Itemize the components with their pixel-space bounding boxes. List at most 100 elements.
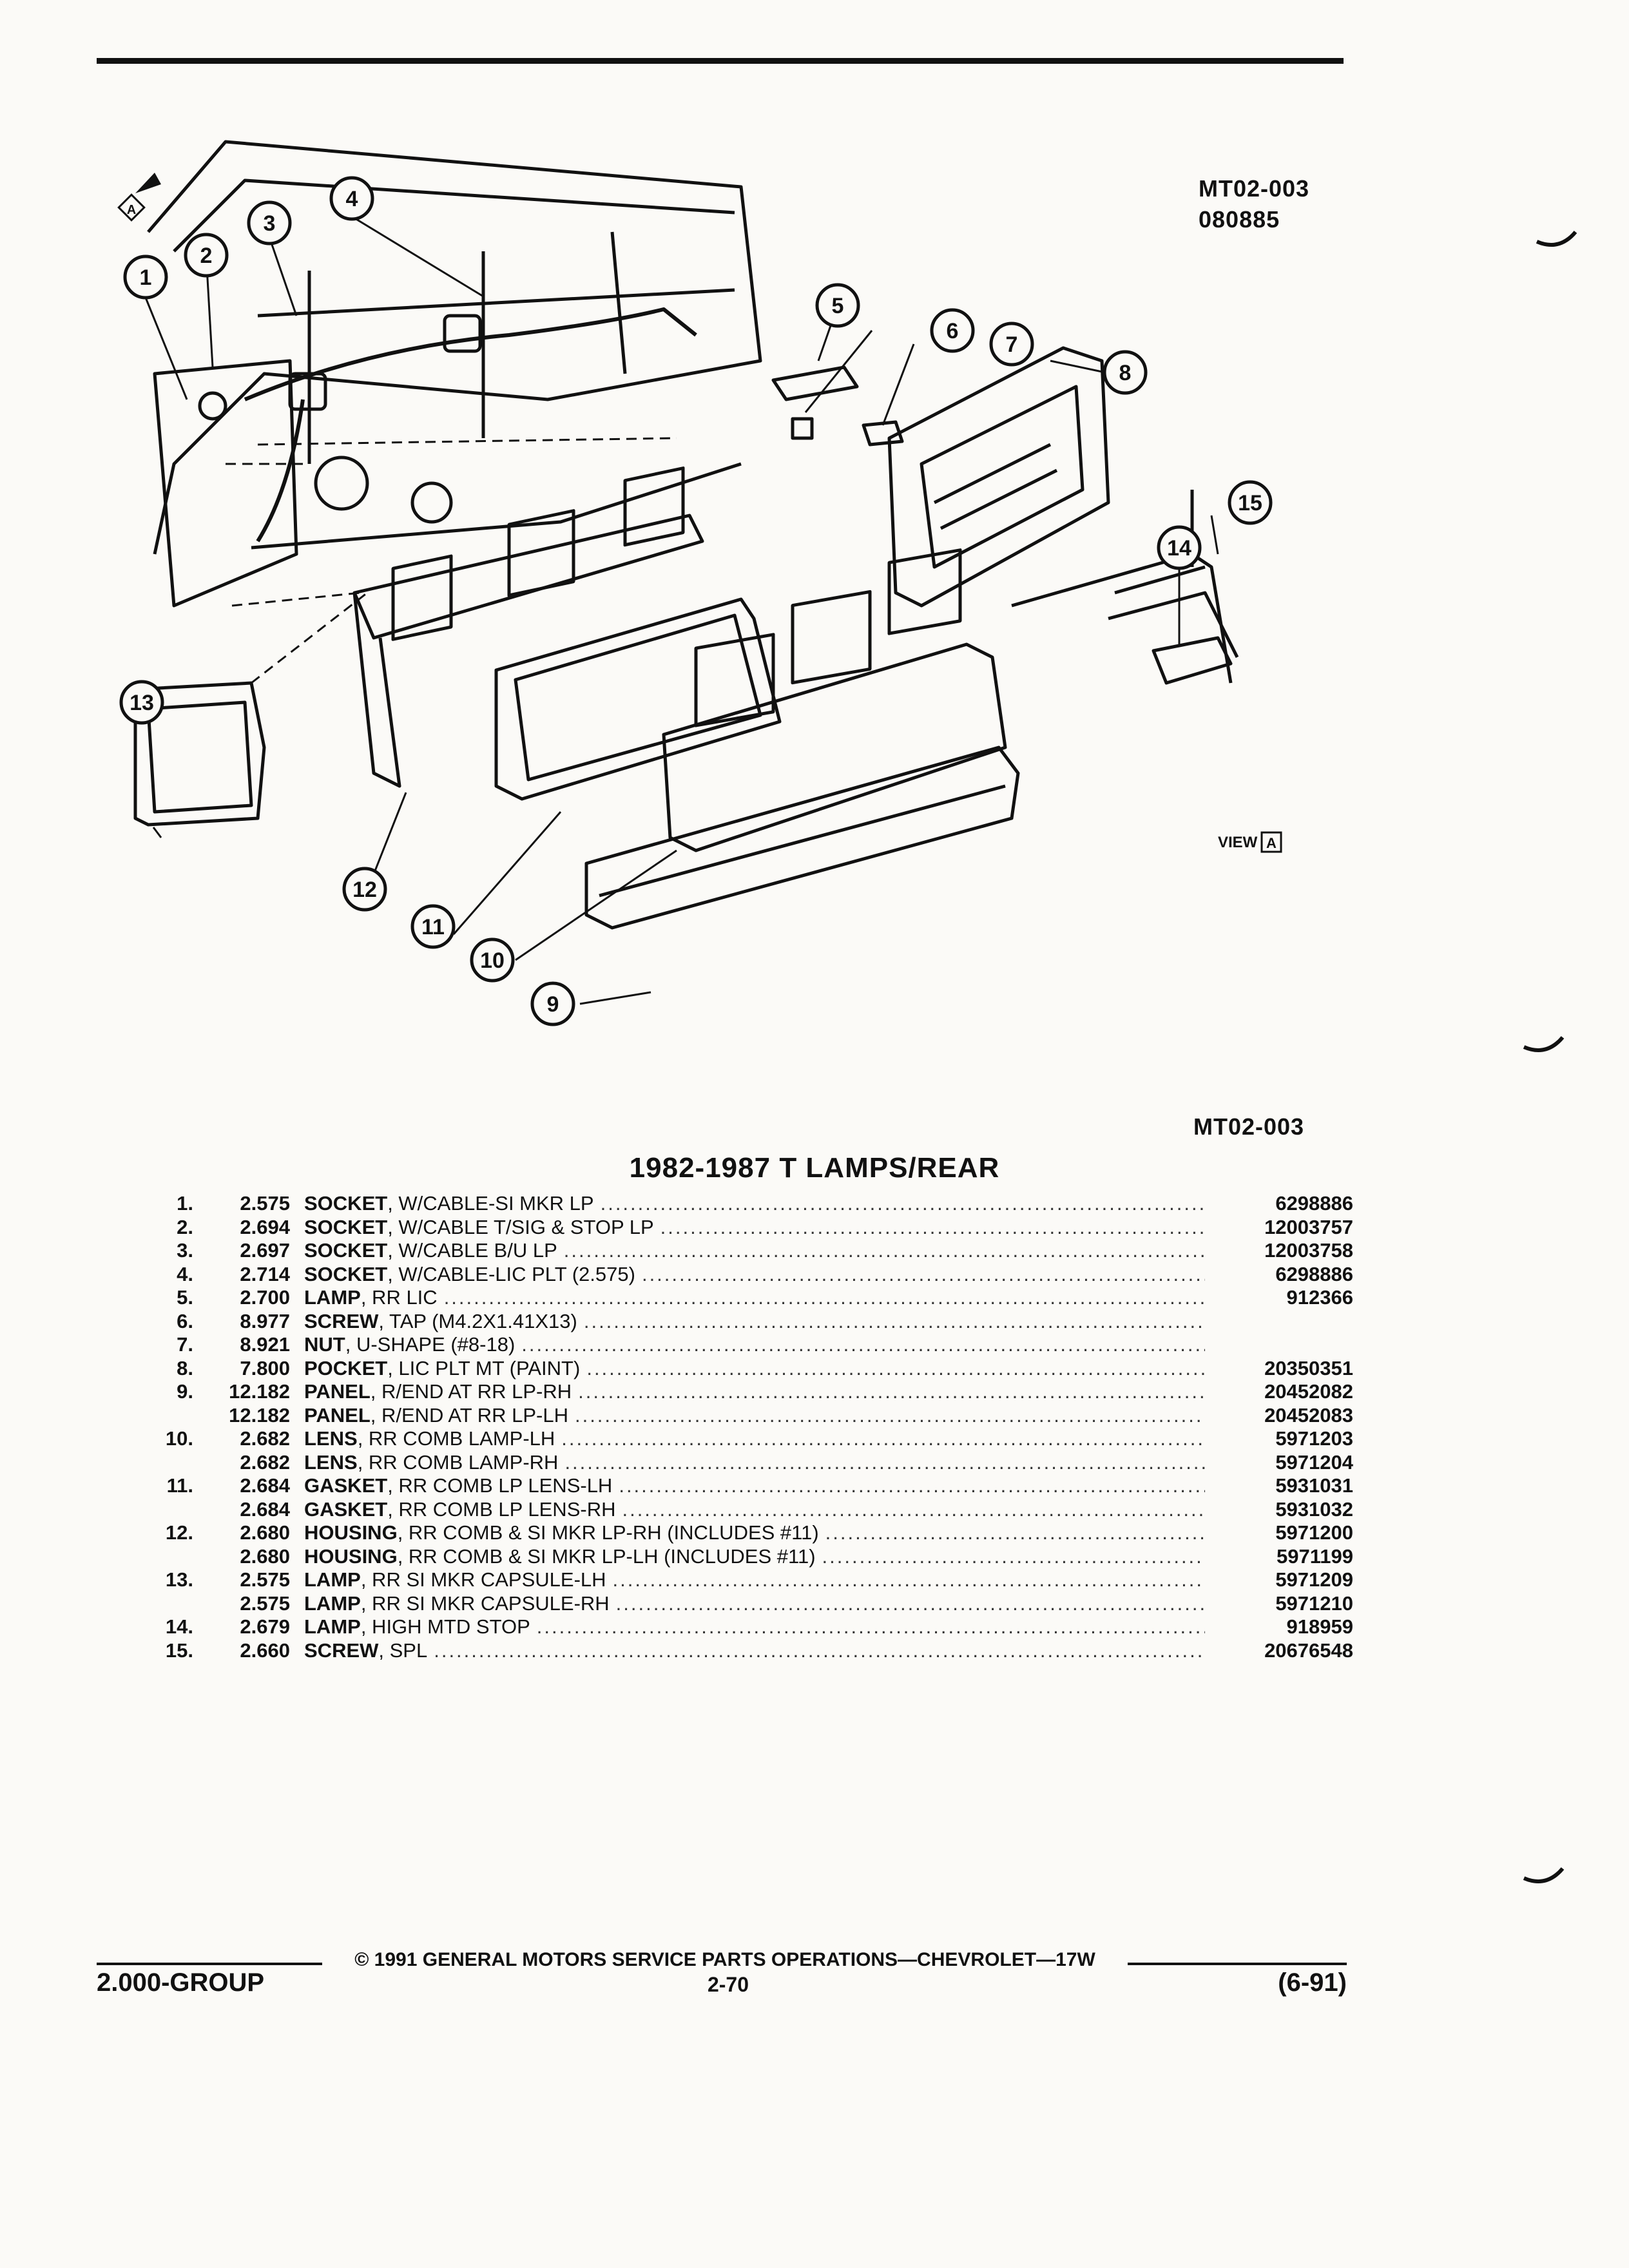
dot-leader: [594, 1192, 1205, 1215]
part-number: 20452083: [1264, 1403, 1353, 1427]
item-number: 12.: [165, 1521, 193, 1544]
group-ref: 2.694: [240, 1215, 290, 1238]
part-name: LENS: [304, 1427, 358, 1450]
part-number: 6298886: [1275, 1192, 1353, 1215]
group-ref: 2.682: [240, 1427, 290, 1450]
item-number: 3.: [177, 1239, 193, 1262]
item-number: 5.: [177, 1286, 193, 1309]
dot-leader: [558, 1451, 1205, 1474]
footer-rule-right: [1128, 1963, 1347, 1965]
dot-leader: [530, 1615, 1205, 1639]
part-detail: , R/END AT RR LP-RH: [370, 1380, 572, 1403]
group-ref: 7.800: [240, 1356, 290, 1379]
item-number: 15.: [165, 1639, 193, 1662]
part-name: HOUSING: [304, 1521, 398, 1544]
part-description: SOCKET, W/CABLE-SI MKR LP: [304, 1192, 1205, 1215]
dot-leader: [654, 1216, 1205, 1239]
part-description: SOCKET, W/CABLE-LIC PLT (2.575): [304, 1263, 1205, 1286]
group-ref: 2.684: [240, 1474, 290, 1497]
callout-label: 2: [200, 244, 213, 268]
part-name: LAMP: [304, 1615, 361, 1638]
group-ref: 2.680: [240, 1521, 290, 1544]
callout-label: 11: [421, 915, 445, 939]
part-detail: , RR COMB LP LENS-LH: [387, 1474, 613, 1497]
group-ref: 2.680: [240, 1544, 290, 1568]
part-description: POCKET, LIC PLT MT (PAINT): [304, 1357, 1205, 1380]
part-detail: , SPL: [378, 1639, 428, 1662]
part-detail: , U-SHAPE (#8-18): [345, 1333, 516, 1356]
part-number: 912366: [1286, 1286, 1353, 1309]
callout-label: 4: [346, 187, 358, 211]
part-description: LAMP, RR LIC: [304, 1286, 1205, 1309]
section-title: 1982-1987 T LAMPS/REAR: [629, 1152, 1000, 1184]
dot-leader: [515, 1333, 1205, 1356]
part-name: GASKET: [304, 1497, 388, 1521]
part-detail: , RR COMB LAMP-LH: [357, 1427, 555, 1450]
part-detail: , HIGH MTD STOP: [360, 1615, 530, 1638]
dot-leader: [572, 1380, 1205, 1403]
dot-leader: [610, 1592, 1205, 1615]
part-detail: , RR COMB LAMP-RH: [357, 1450, 559, 1474]
dot-leader: [555, 1427, 1205, 1450]
group-ref: 2.679: [240, 1615, 290, 1638]
callout-label: 3: [264, 211, 276, 236]
callout-label: 13: [130, 691, 154, 715]
callout-10: [470, 937, 515, 983]
part-description: GASKET, RR COMB LP LENS-RH: [304, 1498, 1205, 1521]
group-ref: 12.182: [229, 1380, 290, 1403]
part-description: HOUSING, RR COMB & SI MKR LP-RH (INCLUDE…: [304, 1521, 1205, 1544]
callout-12: [342, 867, 387, 912]
group-ref: 2.575: [240, 1591, 290, 1615]
callout-7: [989, 322, 1034, 367]
margin-mark: [1523, 1867, 1565, 1883]
callout-label: 1: [140, 265, 152, 290]
margin-mark: [1523, 1036, 1565, 1052]
callout-13: [119, 680, 164, 725]
table-row: 12. 2.680 HOUSING, RR COMB & SI MKR LP-RH …: [155, 1521, 1353, 1545]
callout-2: [184, 233, 229, 278]
margin-mark: [1536, 231, 1577, 247]
callout-6: [930, 308, 975, 353]
callout-8: [1103, 350, 1148, 395]
group-ref: 8.921: [240, 1333, 290, 1356]
part-name: LENS: [304, 1450, 358, 1474]
part-name: GASKET: [304, 1474, 388, 1497]
callout-5: [815, 283, 860, 328]
part-name: PANEL: [304, 1403, 371, 1427]
dot-leader: [816, 1545, 1205, 1568]
part-number: 5931031: [1275, 1474, 1353, 1497]
group-ref: 2.700: [240, 1286, 290, 1309]
group-ref: 2.575: [240, 1192, 290, 1215]
part-name: SOCKET: [304, 1262, 388, 1285]
item-number: 9.: [177, 1380, 193, 1403]
footer-group: 2.000-GROUP: [97, 1968, 265, 1997]
callout-label: 15: [1238, 491, 1262, 515]
part-name: SCREW: [304, 1639, 379, 1662]
part-detail: , W/CABLE-LIC PLT (2.575): [387, 1262, 635, 1285]
part-detail: , RR SI MKR CAPSULE-LH: [360, 1568, 606, 1591]
part-number: 5971209: [1275, 1568, 1353, 1591]
dot-leader: [615, 1498, 1205, 1521]
figure-id-bottom: MT02-003: [1193, 1113, 1305, 1140]
part-description: SOCKET, W/CABLE T/SIG & STOP LP: [304, 1216, 1205, 1239]
dot-leader: [427, 1639, 1205, 1662]
part-number: 918959: [1286, 1615, 1353, 1638]
callout-label: 10: [480, 948, 505, 973]
part-name: SOCKET: [304, 1192, 388, 1215]
item-number: 11.: [166, 1474, 193, 1497]
part-number: 5971204: [1275, 1450, 1353, 1474]
part-name: POCKET: [304, 1356, 388, 1379]
part-description: NUT, U-SHAPE (#8-18): [304, 1333, 1205, 1356]
dot-leader: [568, 1404, 1205, 1427]
part-number: 20350351: [1264, 1356, 1353, 1379]
